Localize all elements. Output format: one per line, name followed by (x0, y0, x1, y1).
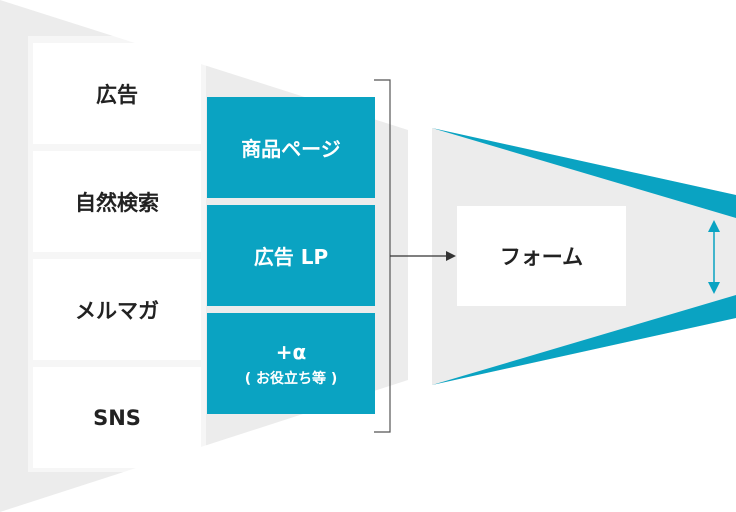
page-alpha: +α ( お役立ち等 ) (207, 313, 375, 414)
page-alpha-sub-label: ( お役立ち等 ) (244, 370, 338, 387)
page-ad-lp: 広告 LP (207, 205, 375, 306)
source-organic-search: 自然検索 (33, 151, 201, 252)
form-box: フォーム (457, 206, 626, 306)
source-newsletter-label: メルマガ (75, 298, 159, 323)
source-sns-label: SNS (93, 405, 141, 430)
page-alpha-label: +α (275, 339, 307, 364)
source-ad: 広告 (33, 43, 201, 144)
form-label: フォーム (499, 245, 584, 269)
page-product-label: 商品ページ (241, 137, 341, 161)
page-product: 商品ページ (207, 97, 375, 198)
double-arrow-top-head (708, 220, 720, 232)
double-arrow-bottom-head (708, 282, 720, 294)
source-organic-search-label: 自然検索 (75, 190, 159, 215)
upper-teal-wedge (432, 128, 736, 218)
source-newsletter: メルマガ (33, 259, 201, 360)
arrow-head (446, 251, 456, 261)
source-ad-label: 広告 (96, 82, 138, 107)
page-ad-lp-label: 広告 LP (253, 245, 329, 269)
lower-teal-wedge (432, 295, 736, 385)
source-sns: SNS (33, 367, 201, 468)
